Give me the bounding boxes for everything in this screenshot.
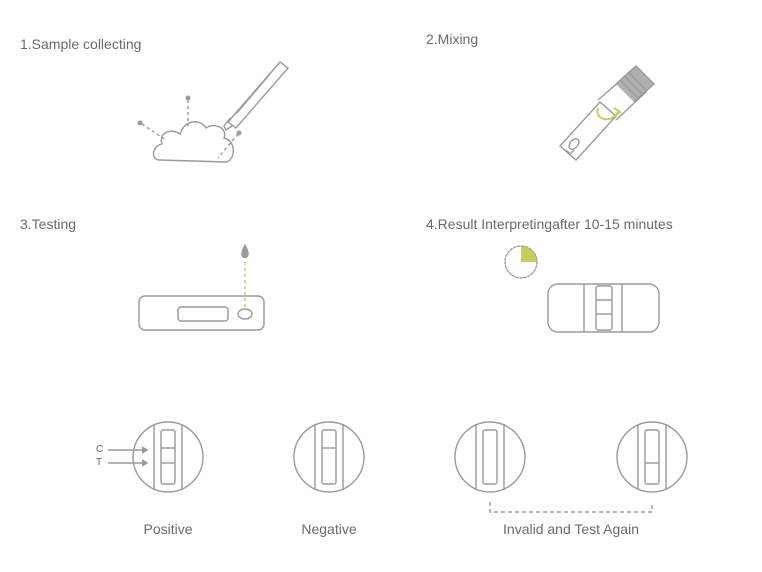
step-4-label: 4.Result Interpretingafter 10-15 minutes (426, 216, 673, 232)
result-invalid-1 (454, 421, 526, 493)
c-line-label: C (96, 444, 104, 455)
result-positive (108, 421, 204, 493)
test-cassette-step4 (547, 283, 660, 333)
drop-icon (241, 244, 249, 258)
negative-label: Negative (301, 521, 357, 537)
swab-icon (223, 61, 290, 132)
test-cassette-step3 (138, 244, 265, 331)
nose-illustration (137, 95, 242, 163)
mixing-tube-icon (559, 65, 656, 161)
result-negative (293, 421, 365, 493)
t-line-label: T (96, 457, 103, 468)
step-2-label: 2.Mixing (426, 31, 479, 47)
invalid-bracket (489, 502, 653, 513)
positive-label: Positive (143, 521, 193, 537)
result-invalid-2 (616, 421, 688, 493)
step-3-label: 3.Testing (20, 216, 77, 232)
invalid-label: Invalid and Test Again (503, 521, 639, 537)
timer-icon (504, 245, 538, 279)
step-1-label: 1.Sample collecting (20, 36, 142, 52)
